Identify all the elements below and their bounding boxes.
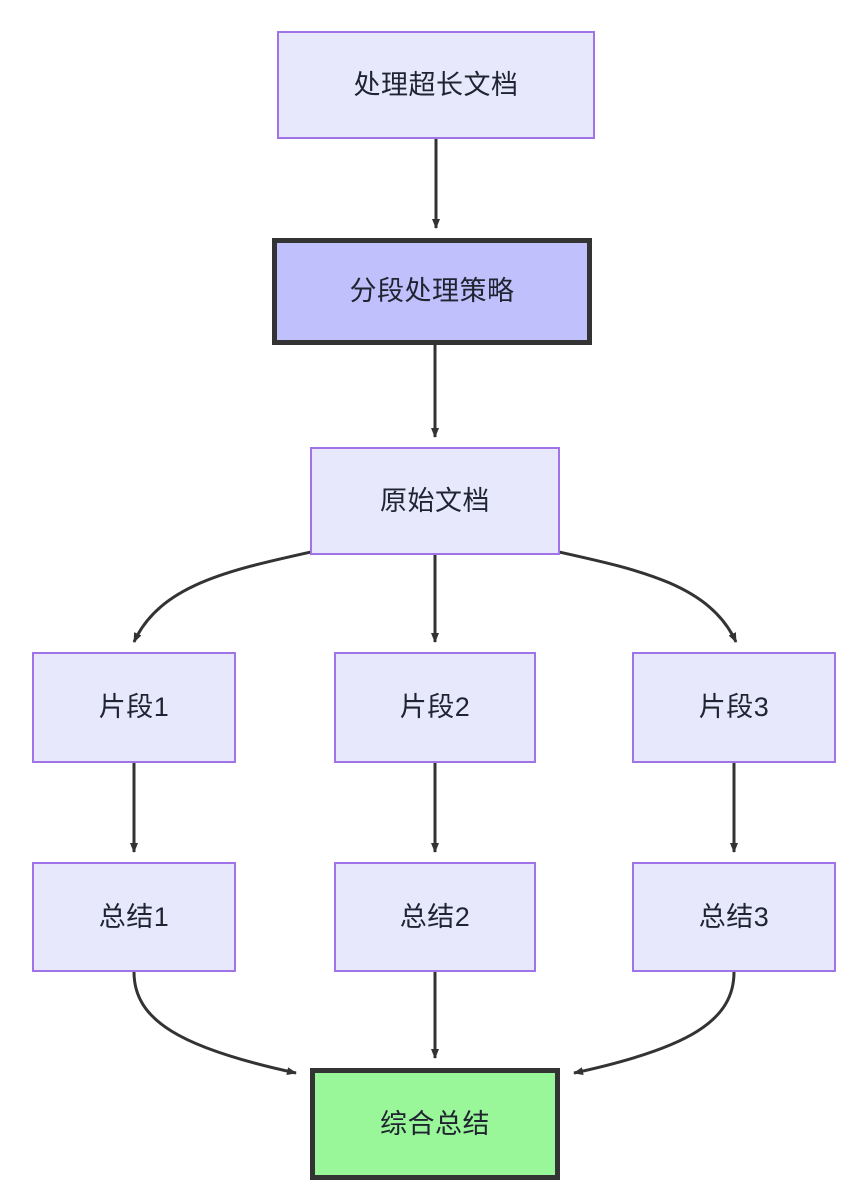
- node-final-summary[interactable]: 综合总结: [310, 1068, 560, 1180]
- node-chunk-2[interactable]: 片段2: [334, 652, 536, 763]
- node-label: 总结2: [399, 901, 471, 932]
- node-summary-2[interactable]: 总结2: [334, 862, 536, 972]
- edge-source-to-chunk3: [558, 550, 738, 643]
- node-chunk-3[interactable]: 片段3: [632, 652, 836, 763]
- edge-sum1-to-final: [132, 971, 297, 1076]
- node-chunking-strategy[interactable]: 分段处理策略: [272, 238, 592, 345]
- node-label: 总结3: [698, 901, 770, 932]
- node-process-long-document[interactable]: 处理超长文档: [277, 31, 595, 139]
- node-label: 原始文档: [380, 485, 490, 516]
- node-source-document[interactable]: 原始文档: [310, 447, 560, 555]
- node-summary-3[interactable]: 总结3: [632, 862, 836, 972]
- node-label: 综合总结: [380, 1108, 490, 1139]
- edge-sum3-to-final: [573, 971, 736, 1076]
- node-label: 片段1: [98, 692, 170, 723]
- node-label: 分段处理策略: [349, 276, 515, 307]
- edge-source-to-chunk1: [132, 550, 312, 643]
- node-summary-1[interactable]: 总结1: [32, 862, 236, 972]
- node-label: 总结1: [98, 901, 170, 932]
- node-label: 片段2: [399, 692, 471, 723]
- node-label: 片段3: [698, 692, 770, 723]
- node-label: 处理超长文档: [353, 69, 519, 100]
- node-chunk-1[interactable]: 片段1: [32, 652, 236, 763]
